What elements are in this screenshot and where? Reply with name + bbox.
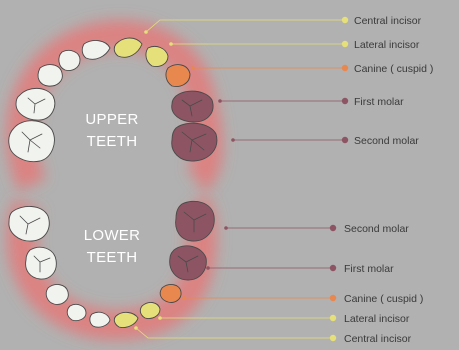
lower-second-molar (176, 201, 215, 241)
dot-upper-central-incisor (342, 17, 348, 23)
lower-teeth-title-line2: TEETH (87, 249, 138, 266)
dot-lower-second-molar (330, 225, 336, 231)
lower-teeth-title-line1: LOWER (84, 227, 141, 244)
label-lower-second-molar: Second molar (344, 223, 409, 235)
upper-left-lateral-incisor (82, 41, 110, 60)
label-upper-second-molar: Second molar (354, 135, 419, 147)
label-upper-central-incisor: Central incisor (354, 15, 422, 27)
dot-upper-canine (342, 65, 348, 71)
upper-teeth-title-line2: TEETH (87, 133, 138, 150)
label-lower-canine: Canine ( cuspid ) (344, 293, 423, 305)
dot-upper-second-molar (342, 137, 348, 143)
label-upper-canine: Canine ( cuspid ) (354, 63, 433, 75)
upper-first-molar (172, 91, 213, 122)
dot-upper-lateral-incisor (342, 41, 348, 47)
lower-first-molar (170, 246, 207, 280)
label-lower-lateral-incisor: Lateral incisor (344, 313, 410, 325)
leader-upper-central-incisor (146, 20, 345, 32)
label-lower-first-molar: First molar (344, 263, 394, 275)
label-lower-central-incisor: Central incisor (344, 333, 412, 345)
dot-lower-central-incisor (330, 335, 336, 341)
label-upper-lateral-incisor: Lateral incisor (354, 39, 420, 51)
dot-lower-canine (330, 295, 336, 301)
label-upper-first-molar: First molar (354, 96, 404, 108)
lower-canine (160, 285, 181, 303)
lower-left-canine (67, 304, 86, 320)
lower-left-premolar (46, 285, 68, 305)
dot-lower-lateral-incisor (330, 315, 336, 321)
dot-upper-first-molar (342, 98, 348, 104)
lower-lateral-incisor (140, 302, 160, 318)
upper-teeth-title-line1: UPPER (85, 111, 138, 128)
upper-left-canine (59, 50, 80, 70)
lower-left-first-molar (26, 247, 57, 279)
upper-canine (166, 65, 190, 87)
upper-left-premolar (38, 65, 62, 87)
dot-lower-first-molar (330, 265, 336, 271)
